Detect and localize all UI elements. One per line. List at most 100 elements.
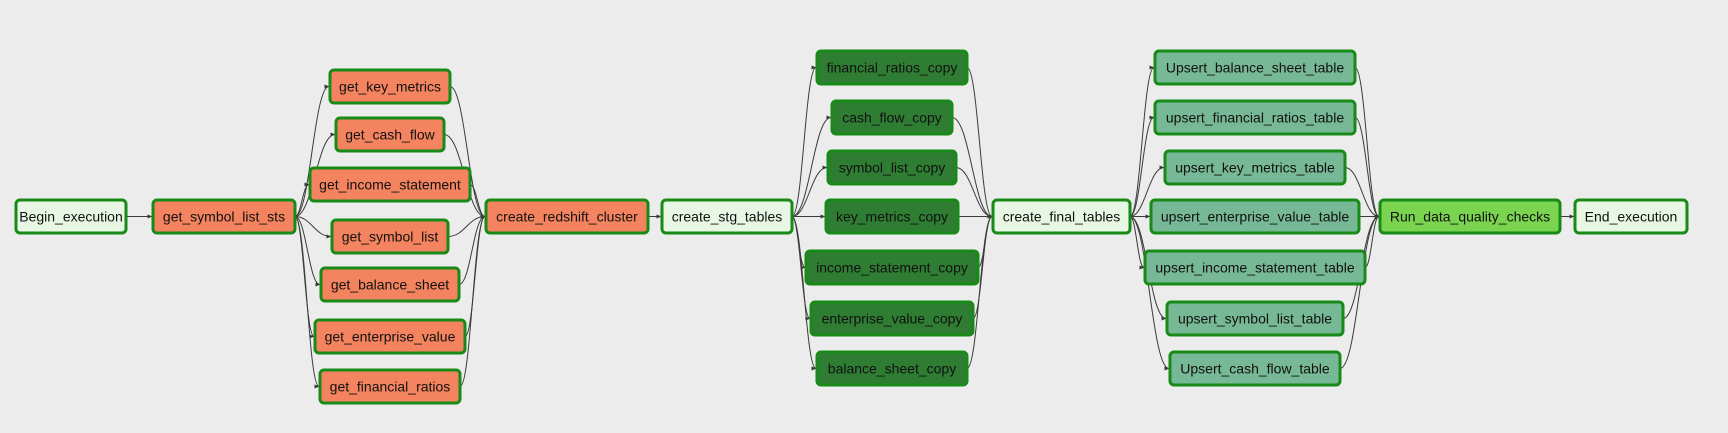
node-label: symbol_list_copy [839, 160, 946, 176]
node-box[interactable] [1168, 350, 1342, 387]
node-label: balance_sheet_copy [828, 361, 956, 377]
node-box[interactable] [308, 166, 472, 203]
node-get-symbol-list-sts[interactable]: get_symbol_list_sts [151, 198, 297, 235]
edge-get-symbol-list-sts-to-get-financial-ratios [294, 216, 320, 389]
node-label: get_enterprise_value [325, 329, 456, 345]
edge-get-key-metrics-to-create-redshift-cluster [449, 86, 486, 219]
node-label: upsert_key_metrics_table [1175, 160, 1335, 176]
node-box[interactable] [1165, 300, 1345, 337]
node-get-key-metrics[interactable]: get_key_metrics [328, 68, 452, 105]
node-begin-execution[interactable]: Begin_execution [14, 198, 128, 235]
node-get-cash-flow[interactable]: get_cash_flow [334, 116, 446, 153]
node-get-income-statement[interactable]: get_income_statement [308, 166, 472, 203]
node-box[interactable] [14, 198, 128, 235]
node-upsert-income-statement-table[interactable]: upsert_income_statement_table [1143, 249, 1367, 286]
node-label: get_symbol_list [342, 229, 439, 245]
node-label: Begin_execution [19, 209, 123, 225]
node-label: upsert_symbol_list_table [1178, 311, 1332, 327]
node-label: Upsert_cash_flow_table [1180, 361, 1330, 377]
edge-create-stg-tables-to-symbol-list-copy [791, 165, 828, 217]
node-upsert-symbol-list-table[interactable]: upsert_symbol_list_table [1165, 300, 1345, 337]
edge-get-symbol-list-sts-to-get-balance-sheet [294, 216, 321, 287]
node-label: upsert_financial_ratios_table [1166, 110, 1344, 126]
node-balance-sheet-copy[interactable]: balance_sheet_copy [815, 350, 969, 387]
nodes-layer: Begin_execution get_symbol_list_sts get_ke… [14, 49, 1689, 405]
edge-create-final-tables-to-upsert-balance-sheet-table [1129, 65, 1155, 217]
node-box[interactable] [1163, 149, 1347, 186]
node-box[interactable] [809, 300, 975, 337]
edge-create-stg-tables-to-cash-flow-copy [791, 115, 832, 217]
node-label: income_statement_copy [816, 260, 968, 276]
node-box[interactable] [328, 68, 452, 105]
node-label: enterprise_value_copy [822, 311, 963, 327]
node-box[interactable] [1573, 198, 1689, 235]
node-label: Run_data_quality_checks [1390, 209, 1550, 225]
node-income-statement-copy[interactable]: income_statement_copy [804, 249, 980, 286]
node-box[interactable] [1149, 198, 1361, 235]
edge-upsert-cash-flow-table-to-run-data-quality-checks [1339, 214, 1380, 369]
node-label: cash_flow_copy [842, 110, 942, 126]
node-box[interactable] [330, 218, 450, 255]
node-create-stg-tables[interactable]: create_stg_tables [660, 198, 794, 235]
node-label: create_redshift_cluster [496, 209, 638, 225]
node-label: get_symbol_list_sts [163, 209, 285, 225]
node-box[interactable] [815, 350, 969, 387]
node-box[interactable] [319, 266, 461, 303]
node-get-enterprise-value[interactable]: get_enterprise_value [313, 318, 467, 355]
edge-cash-flow-copy-to-create-final-tables [951, 117, 993, 219]
node-get-financial-ratios[interactable]: get_financial_ratios [318, 368, 462, 405]
node-box[interactable] [1153, 99, 1357, 136]
node-label: Upsert_balance_sheet_table [1166, 60, 1344, 76]
node-end-execution[interactable]: End_execution [1573, 198, 1689, 235]
node-box[interactable] [318, 368, 462, 405]
node-box[interactable] [484, 198, 650, 235]
node-upsert-balance-sheet-table[interactable]: Upsert_balance_sheet_table [1153, 49, 1357, 86]
node-get-symbol-list[interactable]: get_symbol_list [330, 218, 450, 255]
node-box[interactable] [830, 99, 954, 136]
node-label: financial_ratios_copy [827, 60, 958, 76]
edge-create-final-tables-to-upsert-key-metrics-table [1129, 165, 1165, 217]
node-symbol-list-copy[interactable]: symbol_list_copy [826, 149, 958, 186]
node-get-balance-sheet[interactable]: get_balance_sheet [319, 266, 461, 303]
node-key-metrics-copy[interactable]: key_metrics_copy [824, 198, 960, 235]
node-label: get_income_statement [319, 177, 461, 193]
edge-create-stg-tables-to-balance-sheet-copy [791, 216, 817, 371]
edge-get-symbol-list-sts-to-get-symbol-list [294, 216, 332, 239]
edge-create-stg-tables-to-financial-ratios-copy [791, 65, 817, 217]
node-run-data-quality-checks[interactable]: Run_data_quality_checks [1378, 198, 1562, 235]
node-box[interactable] [991, 198, 1132, 235]
node-label: key_metrics_copy [836, 209, 948, 225]
node-box[interactable] [824, 198, 960, 235]
node-upsert-key-metrics-table[interactable]: upsert_key_metrics_table [1163, 149, 1347, 186]
node-label: get_key_metrics [339, 79, 441, 95]
node-label: End_execution [1585, 209, 1678, 225]
node-label: upsert_enterprise_value_table [1161, 209, 1350, 225]
node-box[interactable] [313, 318, 467, 355]
node-box[interactable] [660, 198, 794, 235]
node-box[interactable] [815, 49, 969, 86]
node-box[interactable] [826, 149, 958, 186]
node-upsert-financial-ratios-table[interactable]: upsert_financial_ratios_table [1153, 99, 1357, 136]
edges-layer [125, 65, 1575, 389]
node-box[interactable] [804, 249, 980, 286]
edge-upsert-balance-sheet-table-to-run-data-quality-checks [1354, 67, 1380, 219]
edge-upsert-financial-ratios-table-to-run-data-quality-checks [1354, 117, 1380, 219]
node-upsert-cash-flow-table[interactable]: Upsert_cash_flow_table [1168, 350, 1342, 387]
node-financial-ratios-copy[interactable]: financial_ratios_copy [815, 49, 969, 86]
node-box[interactable] [1153, 49, 1357, 86]
node-create-redshift-cluster[interactable]: create_redshift_cluster [484, 198, 650, 235]
node-label: upsert_income_statement_table [1155, 260, 1354, 276]
edge-balance-sheet-copy-to-create-final-tables [966, 214, 993, 369]
node-cash-flow-copy[interactable]: cash_flow_copy [830, 99, 954, 136]
edge-get-financial-ratios-to-create-redshift-cluster [459, 214, 486, 387]
edge-get-symbol-list-sts-to-get-key-metrics [294, 84, 330, 217]
node-box[interactable] [334, 116, 446, 153]
node-enterprise-value-copy[interactable]: enterprise_value_copy [809, 300, 975, 337]
node-box[interactable] [1378, 198, 1562, 235]
node-box[interactable] [1143, 249, 1367, 286]
node-box[interactable] [151, 198, 297, 235]
node-create-final-tables[interactable]: create_final_tables [991, 198, 1132, 235]
node-label: create_stg_tables [672, 209, 783, 225]
node-upsert-enterprise-value-table[interactable]: upsert_enterprise_value_table [1149, 198, 1361, 235]
